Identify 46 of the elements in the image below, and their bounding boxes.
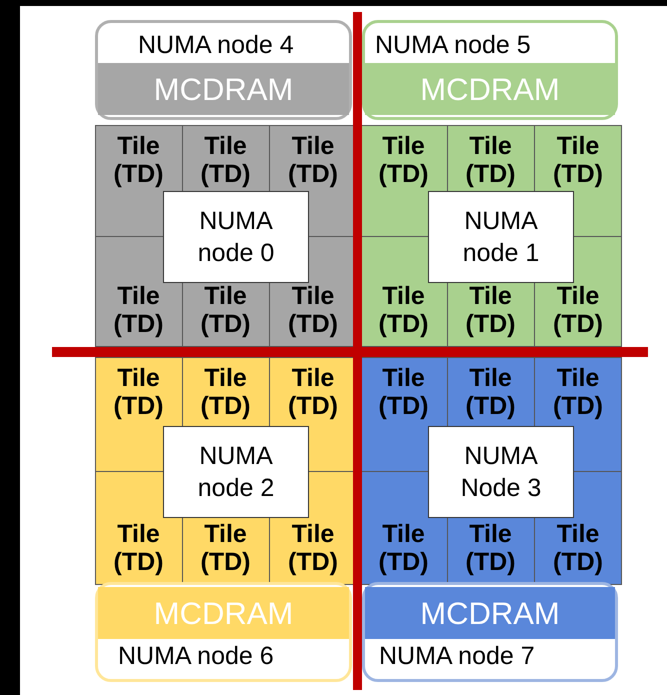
tile-label: Tile (TD): [277, 132, 349, 188]
mcdram-bar: MCDRAM: [365, 587, 615, 639]
mcdram-bar: MCDRAM: [98, 63, 349, 115]
memory-box: [95, 582, 352, 682]
memory-box: [95, 20, 352, 120]
tile-label: Tile (TD): [102, 132, 174, 188]
tile-label: Tile (TD): [102, 520, 174, 576]
tile-label: Tile (TD): [454, 132, 526, 188]
numa-label: NUMA node 0: [196, 206, 276, 269]
tile-label: Tile (TD): [190, 132, 262, 188]
tile-label: Tile (TD): [190, 282, 262, 338]
tile-label: Tile (TD): [102, 364, 174, 420]
mcdram-bar: MCDRAM: [365, 63, 615, 115]
numa-label: NUMA node 1: [462, 206, 540, 269]
tile-label: Tile (TD): [454, 364, 526, 420]
node-label: NUMA node 4: [138, 33, 294, 58]
numa-label: NUMA node 2: [196, 440, 276, 504]
tile-label: Tile (TD): [368, 282, 440, 338]
tile-label: Tile (TD): [102, 282, 174, 338]
tile-label: Tile (TD): [277, 364, 349, 420]
tile-label: Tile (TD): [277, 282, 349, 338]
node-label: NUMA node 7: [379, 644, 535, 669]
numa-label-box: [163, 191, 309, 283]
tile-label: Tile (TD): [277, 520, 349, 576]
quadrant-panel: [360, 357, 622, 585]
tile-label: Tile (TD): [368, 132, 440, 188]
tile-label: Tile (TD): [542, 520, 614, 576]
numa-label-box: [428, 191, 574, 283]
tile-label: Tile (TD): [368, 520, 440, 576]
memory-box: [362, 582, 618, 682]
tile-label: Tile (TD): [190, 364, 262, 420]
tile-label: Tile (TD): [542, 282, 614, 338]
memory-box: [362, 20, 618, 120]
tile-label: Tile (TD): [454, 520, 526, 576]
tile-label: Tile (TD): [368, 364, 440, 420]
tile-label: Tile (TD): [542, 364, 614, 420]
quadrant-panel: [360, 125, 622, 347]
numa-label: NUMA Node 3: [460, 440, 542, 504]
tile-label: Tile (TD): [190, 520, 262, 576]
tile-label: Tile (TD): [542, 132, 614, 188]
node-label: NUMA node 6: [118, 644, 274, 669]
numa-label-box: [428, 426, 574, 518]
numa-label-box: [163, 426, 309, 518]
node-label: NUMA node 5: [375, 33, 531, 58]
tile-label: Tile (TD): [454, 282, 526, 338]
mcdram-bar: MCDRAM: [98, 587, 349, 639]
